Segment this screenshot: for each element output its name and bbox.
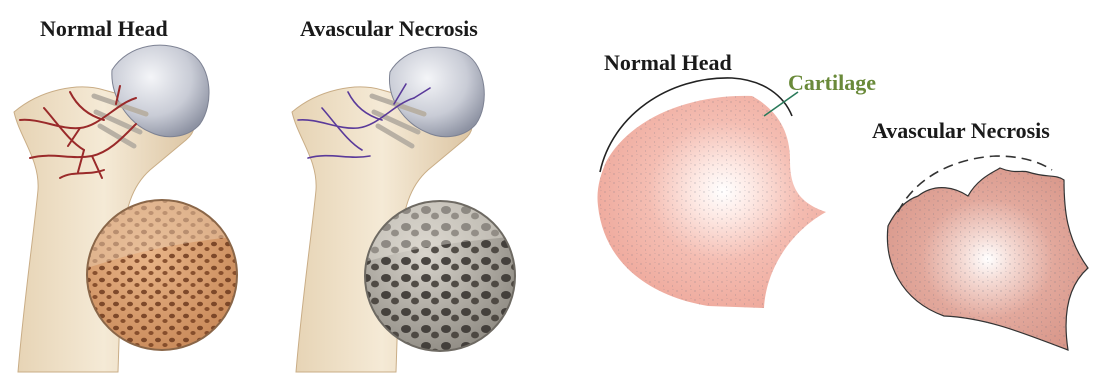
avn-head-speckle (884, 166, 1090, 352)
label-cartilage: Cartilage (788, 70, 876, 95)
label-normal-head-right: Normal Head (604, 50, 732, 75)
avn-head-schematic (884, 156, 1090, 352)
avn-femur-illustration (292, 47, 530, 372)
label-avascular-necrosis-right: Avascular Necrosis (872, 118, 1050, 143)
normal-head-schematic (596, 78, 828, 310)
label-avascular-necrosis-left: Avascular Necrosis (300, 16, 478, 41)
cartilage-pointer-line (764, 92, 798, 116)
label-normal-head-left: Normal Head (40, 16, 168, 41)
normal-head-speckle (596, 94, 828, 310)
normal-femur-illustration (14, 45, 250, 372)
